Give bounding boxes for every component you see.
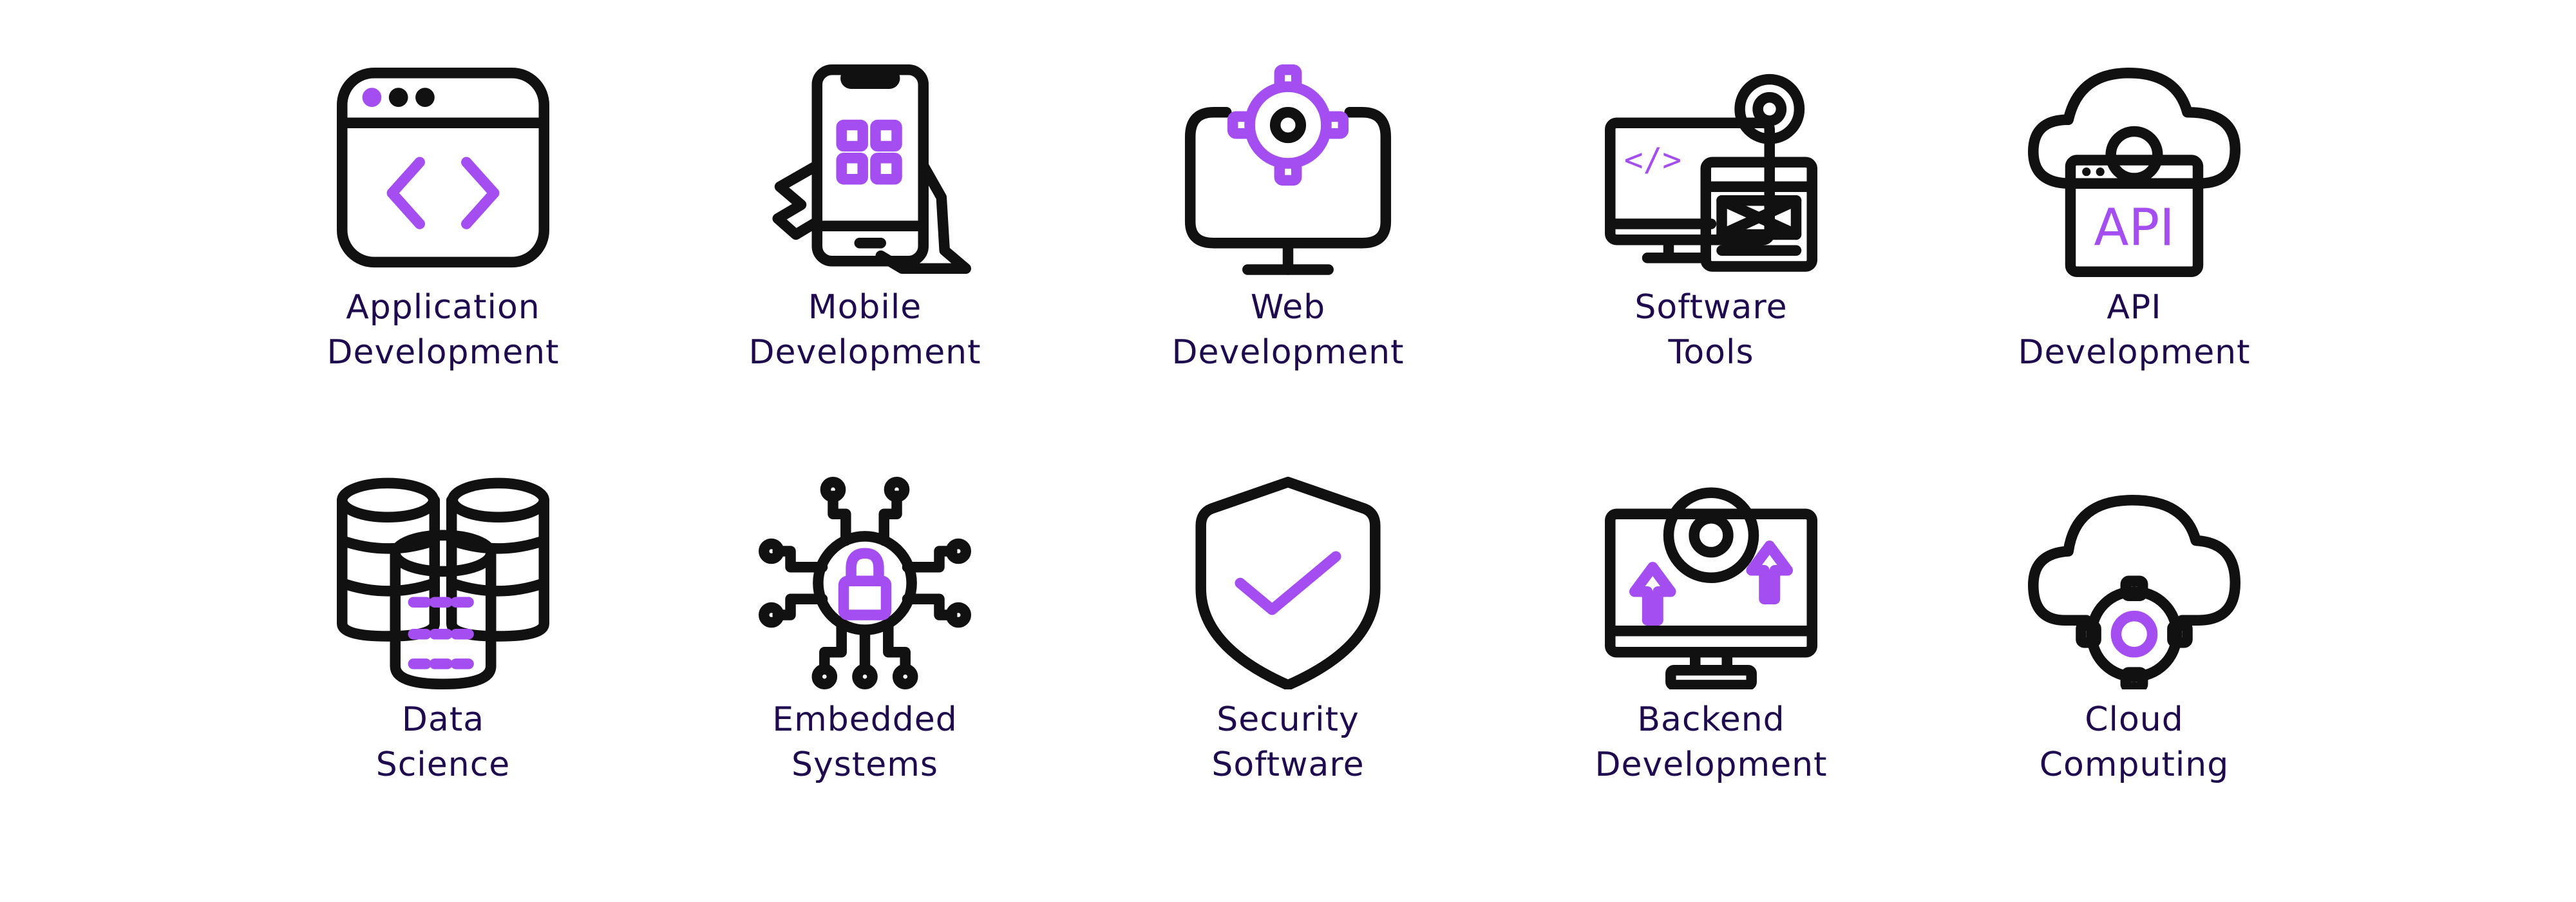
software-tools-icon: </> — [1605, 73, 1817, 272]
code-window-icon — [337, 67, 549, 268]
tile-embedded-systems: Embedded Systems — [697, 477, 1032, 838]
tile-label-line2: Development — [1171, 333, 1405, 372]
tile-label-line1: Mobile — [808, 288, 922, 327]
tile-label-line2: Development — [748, 333, 981, 372]
chip-lock-icon — [759, 477, 971, 689]
tile-label-line2: Development — [1595, 745, 1828, 784]
tile-label: API Development — [2018, 285, 2250, 375]
database-icon — [337, 477, 549, 689]
tile-label: Backend Development — [1595, 697, 1827, 787]
tile-data-science: Data Science — [276, 477, 611, 838]
tile-label-line1: Data — [401, 700, 485, 739]
tile-label-line1: Backend — [1637, 700, 1785, 739]
tile-web-development: Web Development — [1121, 64, 1455, 425]
api-icon-text: API — [2094, 198, 2174, 258]
tile-label-line1: API — [2107, 288, 2162, 327]
tile-application-development: Application Development — [276, 64, 611, 425]
mobile-app-icon — [772, 64, 971, 274]
monitor-gear-icon — [1184, 64, 1392, 275]
tile-api-development: API API Development — [1967, 64, 2302, 425]
monitor-gear-arrows-icon — [1605, 487, 1817, 689]
svg-text:</>: </> — [1624, 141, 1681, 178]
tile-label-line1: Web — [1250, 288, 1326, 327]
tile-label: Mobile Development — [748, 285, 981, 375]
tile-software-tools: </> Software Tools — [1544, 64, 1879, 425]
tile-label-line1: Application — [346, 288, 540, 327]
tile-label-line1: Software — [1634, 288, 1788, 327]
tile-label: Embedded Systems — [772, 697, 958, 787]
tile-label-line2: Development — [2018, 333, 2251, 372]
tile-label-line2: Systems — [791, 745, 938, 784]
tile-label: Web Development — [1171, 285, 1404, 375]
tile-label: Software Tools — [1634, 285, 1787, 375]
cloud-gear-icon — [2028, 495, 2240, 689]
tile-label-line2: Development — [327, 333, 560, 372]
tile-label: Security Software — [1211, 697, 1364, 787]
tile-label-line1: Security — [1217, 700, 1359, 739]
api-cloud-icon: API — [2028, 67, 2240, 277]
tile-backend-development: Backend Development — [1544, 477, 1879, 838]
tile-label-line2: Science — [375, 745, 511, 784]
tile-cloud-computing: Cloud Computing — [1967, 477, 2302, 838]
tile-label-line1: Embedded — [772, 700, 958, 739]
tile-label-line2: Tools — [1668, 333, 1754, 372]
tile-label: Application Development — [327, 285, 559, 375]
tile-label-line2: Computing — [2039, 745, 2230, 784]
tile-label-line1: Cloud — [2085, 700, 2184, 739]
tile-label: Data Science — [376, 697, 511, 787]
shield-check-icon — [1195, 477, 1381, 689]
tile-mobile-development: Mobile Development — [697, 64, 1032, 425]
tile-label: Cloud Computing — [2040, 697, 2230, 787]
tile-label-line2: Software — [1211, 745, 1365, 784]
tile-security-software: Security Software — [1121, 477, 1455, 838]
